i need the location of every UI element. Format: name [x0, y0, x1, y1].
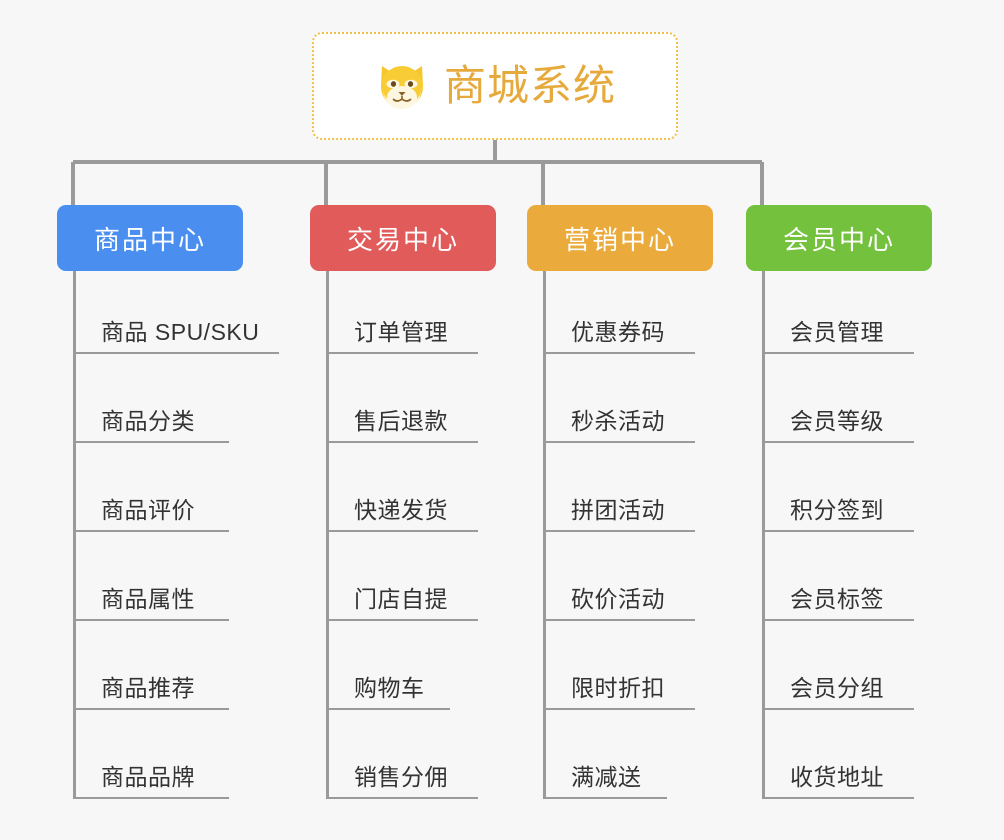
leaf-item-label: 会员等级: [790, 408, 884, 434]
leaf-underline: [762, 797, 914, 799]
leaf-underline: [762, 352, 914, 354]
leaf-underline: [762, 530, 914, 532]
branch-header-2[interactable]: 交易中心: [310, 205, 496, 271]
leaf-underline: [326, 352, 478, 354]
branch-header-label: 营销中心: [563, 224, 676, 255]
leaf-underline: [543, 352, 695, 354]
leaf-underline: [73, 619, 229, 621]
branch-header-label: 交易中心: [346, 224, 459, 255]
leaf-underline: [762, 441, 914, 443]
root-title: 商城系统: [443, 62, 616, 109]
leaf-underline: [73, 708, 229, 710]
leaf-item-label: 会员管理: [790, 319, 884, 345]
leaf-item-label: 订单管理: [354, 319, 448, 345]
leaf-item-label: 商品评价: [101, 497, 195, 523]
leaf-underline: [326, 797, 478, 799]
leaf-item-label: 砍价活动: [571, 586, 665, 612]
branch-header-3[interactable]: 营销中心: [527, 205, 713, 271]
leaf-underline: [543, 530, 695, 532]
leaf-underline: [73, 797, 229, 799]
leaf-underline: [326, 708, 450, 710]
branch-spine: [73, 271, 76, 799]
leaf-item-label: 限时折扣: [571, 675, 665, 701]
branch-header-label: 商品中心: [93, 224, 206, 255]
leaf-item-label: 积分签到: [790, 497, 884, 523]
leaf-item-label: 会员分组: [790, 675, 884, 701]
leaf-item-label: 商品推荐: [101, 675, 195, 701]
leaf-underline: [326, 619, 478, 621]
leaf-underline: [543, 797, 667, 799]
leaf-underline: [73, 530, 229, 532]
leaf-item-label: 快递发货: [354, 497, 448, 523]
branch-header-1[interactable]: 商品中心: [57, 205, 243, 271]
leaf-item-label: 收货地址: [790, 764, 884, 790]
leaf-underline: [326, 441, 478, 443]
leaf-item-label: 商品 SPU/SKU: [101, 319, 260, 345]
leaf-underline: [73, 441, 229, 443]
leaf-item-label: 商品属性: [101, 586, 195, 612]
branch-spine: [326, 271, 329, 799]
leaf-underline: [543, 619, 695, 621]
leaf-item-label: 拼团活动: [571, 497, 665, 523]
root-node[interactable]: 商城系统: [312, 32, 678, 140]
leaf-underline: [762, 708, 914, 710]
leaf-item-label: 商品分类: [101, 408, 195, 434]
leaf-item-label: 门店自提: [354, 586, 448, 612]
leaf-item-label: 购物车: [354, 675, 425, 701]
leaf-underline: [326, 530, 478, 532]
branch-header-label: 会员中心: [782, 224, 895, 255]
branch-spine: [543, 271, 546, 799]
leaf-item-label: 商品品牌: [101, 764, 195, 790]
branch-header-4[interactable]: 会员中心: [746, 205, 932, 271]
leaf-item-label: 秒杀活动: [571, 408, 665, 434]
leaf-underline: [762, 619, 914, 621]
branch-spine: [762, 271, 765, 799]
leaf-item-label: 优惠券码: [571, 319, 665, 345]
leaf-item-label: 售后退款: [354, 408, 448, 434]
leaf-underline: [543, 708, 695, 710]
leaf-underline: [543, 441, 695, 443]
dog-face-icon: [374, 60, 430, 112]
leaf-item-label: 销售分佣: [354, 764, 448, 790]
leaf-underline: [73, 352, 279, 354]
leaf-item-label: 会员标签: [790, 586, 884, 612]
leaf-item-label: 满减送: [571, 764, 642, 790]
